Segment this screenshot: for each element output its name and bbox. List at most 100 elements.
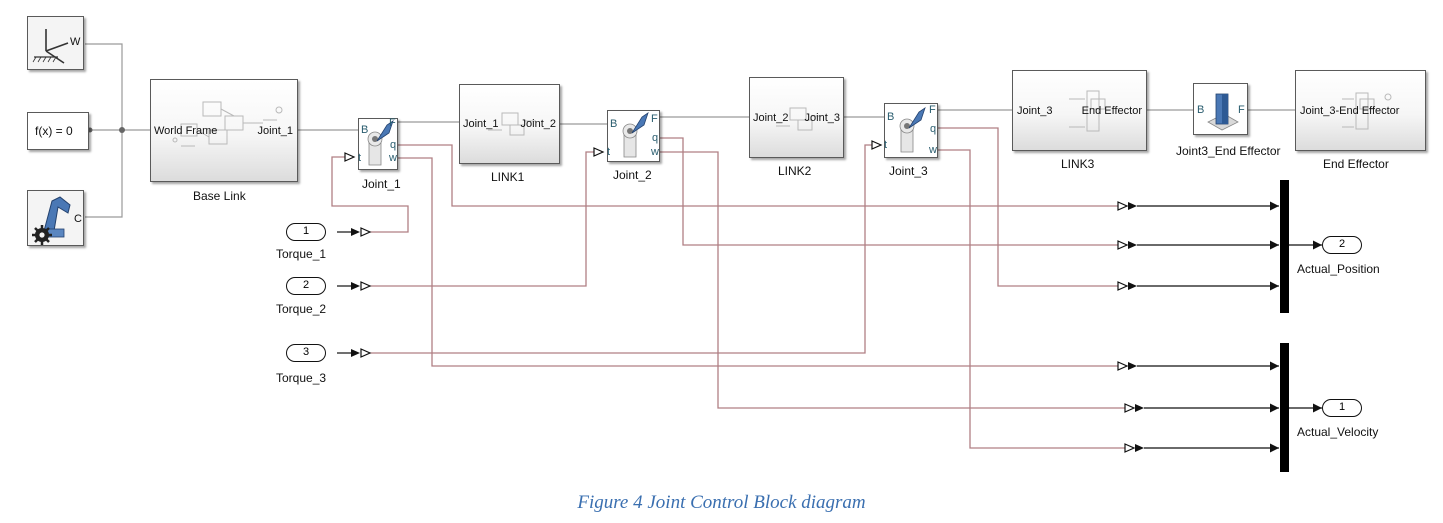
line-joint3-w <box>938 149 1125 449</box>
signal-marker <box>351 349 360 357</box>
world-port-label: W <box>70 36 81 48</box>
robot-arm-gear-icon <box>32 196 71 245</box>
joint1-block[interactable]: B F q w t <box>358 117 398 170</box>
base-link-block[interactable]: World Frame Joint_1 <box>150 79 298 182</box>
torque1-label: Torque_1 <box>276 247 327 261</box>
revolute-joint-icon <box>899 107 926 153</box>
joint3-w-port: w <box>929 144 937 156</box>
mux-position-bar[interactable] <box>1280 180 1289 313</box>
link1-label: LINK1 <box>491 170 525 184</box>
joint1-w-port: w <box>389 152 397 164</box>
line-torque3 <box>370 144 872 354</box>
joint2-w-port: w <box>651 146 659 158</box>
end-effector-block[interactable]: Joint_3-End Effector <box>1295 70 1426 151</box>
joint2-label: Joint_2 <box>613 168 652 182</box>
joint3-block[interactable]: B F q w t <box>884 103 938 158</box>
signal-marker <box>351 282 360 290</box>
signal-lines <box>337 201 1322 453</box>
joint1-q-port: q <box>390 139 397 151</box>
torque2-label: Torque_2 <box>276 302 327 316</box>
line-joint3-q <box>938 127 1118 287</box>
ps-marker <box>593 147 605 157</box>
ps-marker <box>360 281 372 291</box>
world-frame-icon <box>32 29 69 64</box>
weld-b-port: B <box>1197 104 1205 116</box>
joint3-label: Joint_3 <box>889 164 928 178</box>
wire-world-to-node <box>85 43 123 130</box>
base-link-out-port: Joint_1 <box>257 125 293 137</box>
link3-label: LINK3 <box>1061 157 1095 171</box>
world-frame-block[interactable]: W <box>27 16 84 70</box>
joint3-f-port: F <box>929 104 936 116</box>
joint3-t-port: t <box>884 139 888 151</box>
link2-label: LINK2 <box>778 164 812 178</box>
line-joint1-q <box>398 144 1118 207</box>
actual-position-outport[interactable]: 2 <box>1322 236 1362 254</box>
ps-marker <box>344 152 356 162</box>
subsystem-icon <box>488 112 536 136</box>
signal-marker <box>351 228 360 236</box>
torque3-inport[interactable]: 3 <box>286 344 326 362</box>
line-joint2-w <box>660 151 1125 409</box>
junction-dot <box>119 127 125 133</box>
joint1-f-port: F <box>389 117 396 129</box>
actual-position-label: Actual_Position <box>1297 262 1380 276</box>
end-effector-in-port: Joint_3-End Effector <box>1300 105 1400 117</box>
joint2-block[interactable]: B F q w t <box>607 110 660 162</box>
link2-in-port: Joint_2 <box>753 112 789 124</box>
physical-signal-lines <box>331 127 1125 449</box>
signal-marker <box>1128 282 1137 290</box>
ps-marker <box>871 140 883 150</box>
torque1-inport[interactable]: 1 <box>286 223 326 241</box>
ps-marker <box>1124 443 1136 453</box>
weld-joint-block[interactable]: B F <box>1193 83 1248 135</box>
link1-block[interactable]: Joint_1 Joint_2 <box>459 84 560 164</box>
ps-marker <box>1124 403 1136 413</box>
mux-velocity-bar[interactable] <box>1280 343 1289 472</box>
torque3-label: Torque_3 <box>276 371 327 385</box>
subsystem-icon <box>1342 92 1392 130</box>
joint3-b-port: B <box>887 111 895 123</box>
link1-in-port: Joint_1 <box>463 118 499 130</box>
link2-block[interactable]: Joint_2 Joint_3 <box>749 77 844 158</box>
line-joint1-w <box>398 157 1118 367</box>
joint1-label: Joint_1 <box>362 177 401 191</box>
actual-velocity-outport[interactable]: 1 <box>1322 399 1362 417</box>
wire-config-to-node <box>85 130 123 218</box>
joint3-q-port: q <box>930 123 937 135</box>
link3-in-port: Joint_3 <box>1017 105 1053 117</box>
revolute-joint-icon <box>367 120 394 166</box>
solver-block[interactable]: f(x) = 0 <box>27 112 89 150</box>
revolute-joint-icon <box>622 112 649 158</box>
signal-marker <box>1135 404 1144 412</box>
line-torque1 <box>331 156 409 233</box>
joint1-t-port: t <box>358 152 362 164</box>
signal-marker <box>1128 202 1137 210</box>
joint1-b-port: B <box>361 124 369 136</box>
subsystem-icon <box>1069 90 1106 132</box>
end-effector-label: End Effector <box>1323 157 1389 171</box>
signal-marker <box>1128 241 1137 249</box>
ps-marker <box>1117 201 1129 211</box>
link3-out-port: End Effector <box>1081 105 1142 117</box>
joint2-t-port: t <box>607 146 611 158</box>
line-joint2-q <box>660 137 1118 246</box>
ps-marker <box>1117 281 1129 291</box>
line-torque2 <box>370 151 594 287</box>
figure-caption: Figure 4 Joint Control Block diagram <box>577 492 866 513</box>
ps-marker <box>1117 361 1129 371</box>
mechanism-config-block[interactable]: C <box>27 190 84 246</box>
base-link-label: Base Link <box>193 189 246 203</box>
link2-out-port: Joint_3 <box>804 112 840 124</box>
weld-f-port: F <box>1238 104 1245 116</box>
signal-port-markers <box>351 202 1144 452</box>
weld-joint-label: Joint3_End Effector <box>1176 144 1281 158</box>
torque2-inport[interactable]: 2 <box>286 277 326 295</box>
joint2-b-port: B <box>610 118 618 130</box>
joint2-q-port: q <box>652 132 659 144</box>
solver-label: f(x) = 0 <box>35 124 73 138</box>
ps-port-markers <box>344 140 1136 453</box>
link1-out-port: Joint_2 <box>520 118 556 130</box>
link3-block[interactable]: Joint_3 End Effector <box>1012 70 1147 151</box>
